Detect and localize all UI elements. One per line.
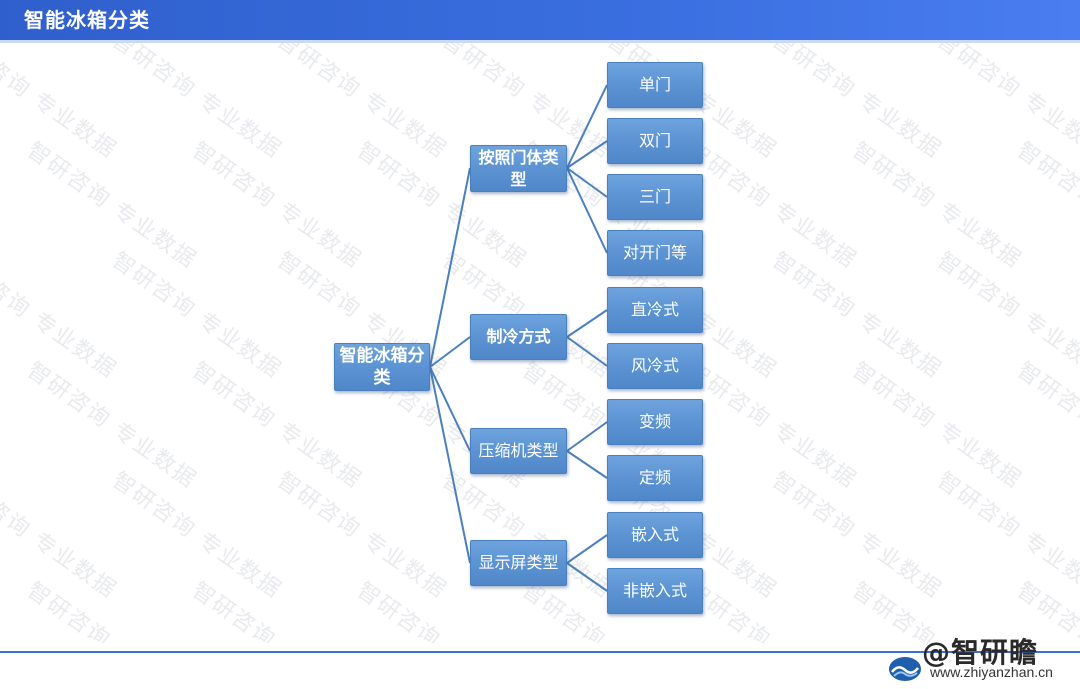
brand-name: @智研瞻: [922, 636, 1039, 669]
category-label: 按照门体类型: [478, 147, 559, 189]
leaf-node: 对开门等: [607, 230, 703, 276]
leaf-node: 单门: [607, 62, 703, 108]
leaf-node: 变频: [607, 399, 703, 445]
category-node-cooling: 制冷方式: [470, 314, 567, 360]
leaf-label: 双门: [638, 131, 671, 150]
category-node-door-type: 按照门体类型: [470, 145, 567, 192]
root-node: 智能冰箱分类: [334, 343, 430, 391]
leaf-node: 直冷式: [607, 287, 703, 333]
connector-root-cooling: [429, 336, 471, 368]
category-node-display: 显示屏类型: [470, 540, 567, 586]
connector-door-4: [566, 167, 608, 254]
leaf-label: 三门: [638, 187, 671, 206]
leaf-label: 对开门等: [622, 243, 687, 262]
brand-url[interactable]: www.zhiyanzhan.cn: [930, 664, 1053, 680]
connector-cooling-2: [566, 336, 608, 367]
leaf-node: 非嵌入式: [607, 568, 703, 614]
leaf-node: 嵌入式: [607, 512, 703, 558]
footer-divider: [0, 651, 1080, 653]
leaf-label: 定频: [638, 468, 671, 487]
connector-door-3: [566, 167, 608, 198]
brand-logo-icon: [889, 657, 921, 681]
category-label: 压缩机类型: [478, 441, 559, 460]
connector-door-2: [566, 140, 608, 169]
category-label: 显示屏类型: [478, 553, 559, 572]
root-label: 智能冰箱分类: [339, 346, 425, 388]
leaf-label: 变频: [638, 412, 671, 431]
leaf-label: 风冷式: [630, 356, 679, 375]
leaf-node: 双门: [607, 118, 703, 164]
connector-root-compressor: [429, 366, 471, 452]
leaf-label: 嵌入式: [630, 525, 679, 544]
leaf-node: 风冷式: [607, 343, 703, 389]
leaf-label: 非嵌入式: [622, 581, 687, 600]
category-node-compressor: 压缩机类型: [470, 428, 567, 474]
connector-display-1: [566, 534, 608, 564]
connector-root-door: [429, 167, 471, 368]
title-bar: 智能冰箱分类: [0, 0, 1080, 40]
category-label: 制冷方式: [486, 327, 551, 346]
leaf-label: 直冷式: [630, 300, 679, 319]
page-title: 智能冰箱分类: [24, 8, 150, 32]
connector-cooling-1: [566, 309, 608, 338]
connector-door-1: [566, 84, 608, 169]
leaf-label: 单门: [638, 75, 671, 94]
connector-compressor-2: [566, 450, 608, 479]
connector-display-2: [566, 562, 608, 592]
leaf-node: 三门: [607, 174, 703, 220]
title-underline: [0, 40, 1080, 43]
leaf-node: 定频: [607, 455, 703, 501]
connector-root-display: [429, 366, 471, 564]
connector-compressor-1: [566, 421, 608, 452]
